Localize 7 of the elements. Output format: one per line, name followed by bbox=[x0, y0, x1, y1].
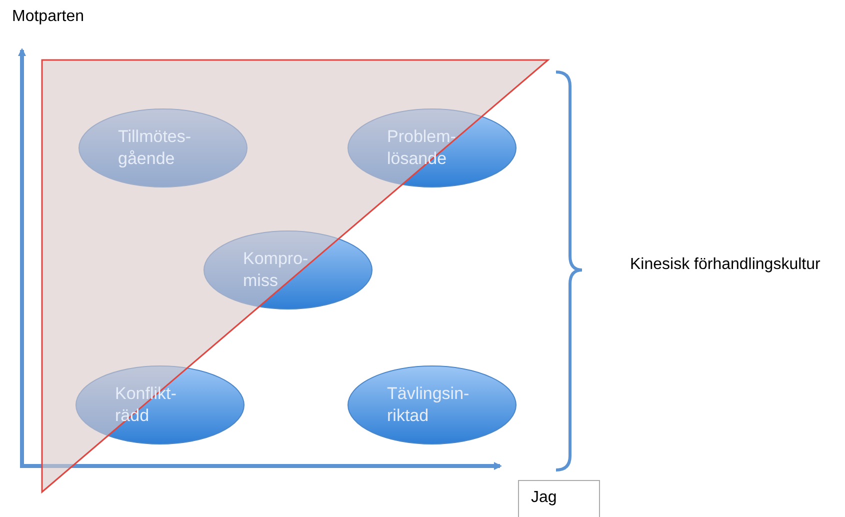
ellipse-label: Tävlingsin- riktad bbox=[387, 383, 470, 427]
bracket-label: Kinesisk förhandlingskultur bbox=[630, 256, 820, 274]
axis-label: Motparten bbox=[12, 8, 84, 26]
ellipse-label: Tillmötes- gående bbox=[118, 126, 192, 170]
ellipse-label: Kompro- miss bbox=[243, 248, 310, 292]
label-box bbox=[518, 480, 600, 517]
axis-label: Jag bbox=[531, 489, 557, 507]
